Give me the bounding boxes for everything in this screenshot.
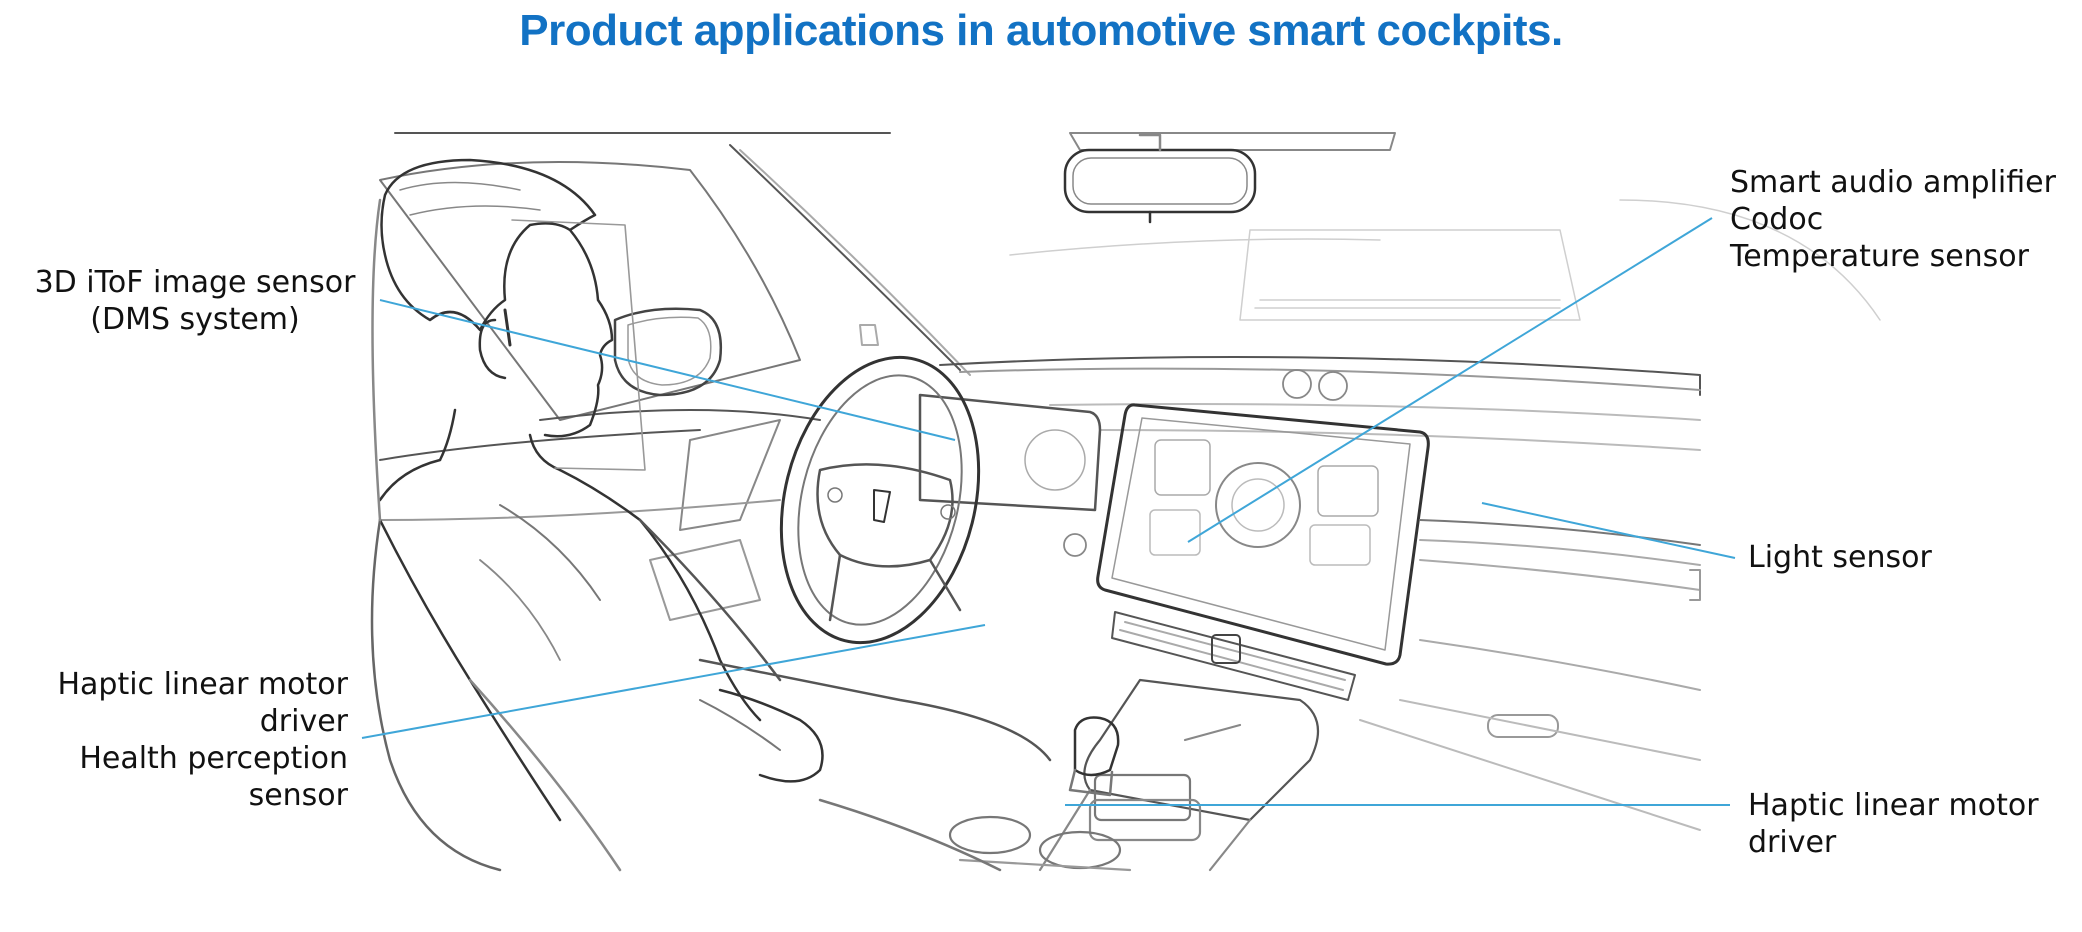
leader-line-audio [1187,217,1713,543]
label-haptic-steering-line2: driver [259,704,348,739]
center-console [948,678,1320,872]
driver-figure [370,158,1052,872]
label-haptic-steering-line4: sensor [248,778,348,813]
leader-line-light [1481,502,1736,559]
steering-wheel-icon [779,355,981,645]
leader-lines [361,217,1736,806]
label-dms-line2: (DMS system) [90,302,300,337]
label-haptic-console-line2: driver [1748,825,1837,860]
label-light: Light sensor [1748,539,2048,576]
label-haptic-steering-line3: Health perception [79,741,348,776]
label-dms: 3D iToF image sensor (DMS system) [30,264,360,338]
label-dms-line1: 3D iToF image sensor [34,265,356,300]
label-audio-line2: Codoc [1730,202,1824,237]
leader-line-dms [379,299,956,441]
label-light-line1: Light sensor [1748,540,1932,575]
center-display-icon [1096,403,1430,666]
windshield-frame [394,132,1396,376]
label-haptic-console-line1: Haptic linear motor [1748,788,2039,823]
label-haptic-steering-line1: Haptic linear motor [57,667,348,702]
label-audio-line1: Smart audio amplifier [1730,165,2056,200]
rearview-mirror-icon [1063,133,1257,224]
gear-shifter-icon [1068,716,1120,797]
label-audio: Smart audio amplifier Codoc Temperature … [1730,164,2070,275]
leader-line-haptic-steering [361,624,986,739]
label-haptic-steering: Haptic linear motor driver Health percep… [20,666,348,814]
instrument-cluster [918,393,1102,512]
label-haptic-console: Haptic linear motor driver [1748,787,2068,861]
label-audio-line3: Temperature sensor [1730,239,2029,274]
page-title: Product applications in automotive smart… [519,6,1563,55]
side-mirror-icon [613,307,723,397]
